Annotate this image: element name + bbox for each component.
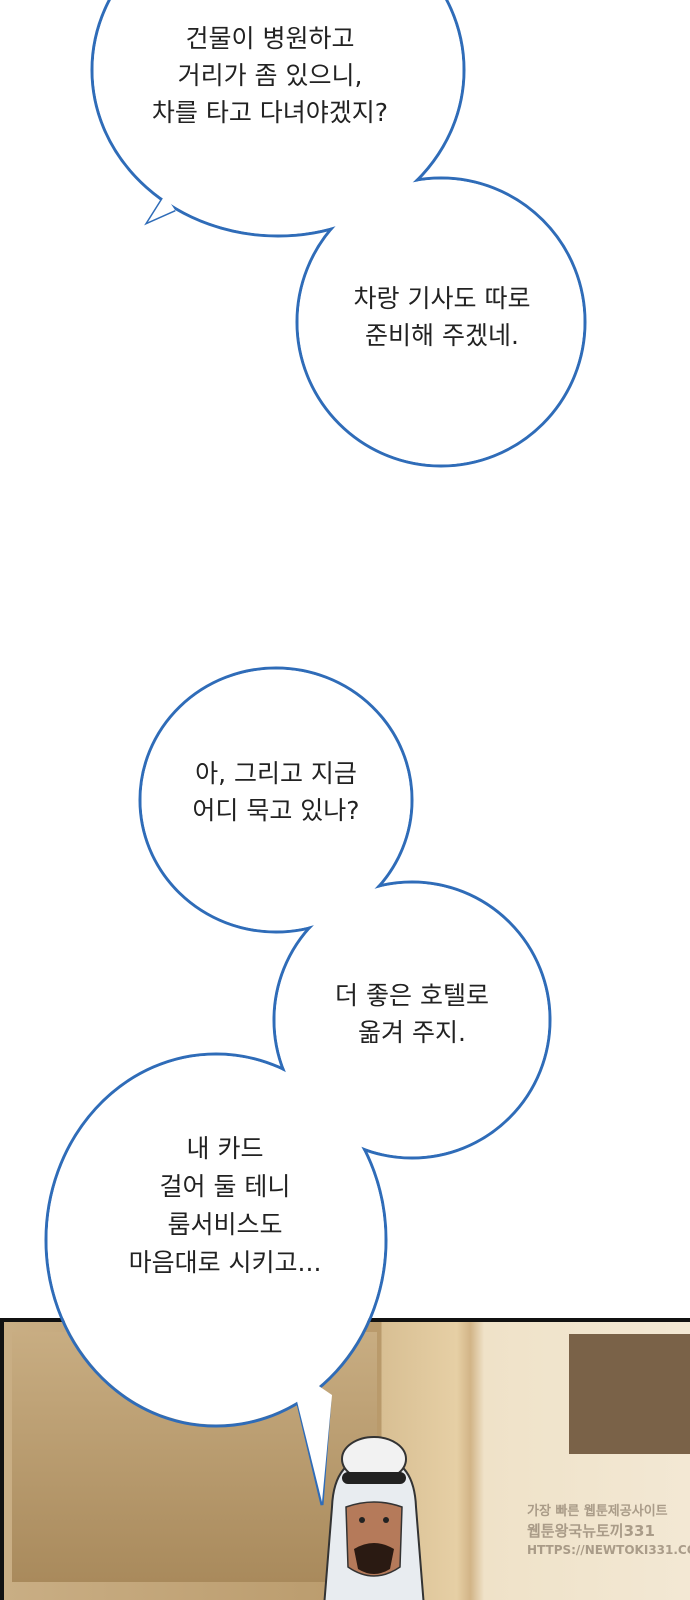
speech-bubble-1: 건물이 병원하고 거리가 좀 있으니, 차를 타고 다녀야겠지? xyxy=(152,20,388,131)
bubble-line: 차랑 기사도 따로 xyxy=(353,284,531,313)
comic-panel-room xyxy=(0,1318,690,1600)
speech-bubble-4: 더 좋은 호텔로 옮겨 주지. xyxy=(335,977,489,1051)
bubble-line: 옮겨 주지. xyxy=(358,1018,466,1047)
speech-bubble-3: 아, 그리고 지금 어디 묵고 있나? xyxy=(192,755,359,829)
bubble-line: 거리가 좀 있으니, xyxy=(177,61,363,90)
bubble-line: 어디 묵고 있나? xyxy=(192,796,360,825)
man-in-keffiyeh xyxy=(323,1436,425,1600)
bubble-line: 준비해 주겠네. xyxy=(365,321,519,350)
bubble-line: 차를 타고 다녀야겠지? xyxy=(151,98,389,127)
bubble-line: 내 카드 xyxy=(186,1134,264,1163)
bubble-line: 건물이 병원하고 xyxy=(185,24,355,53)
bubble-line: 마음대로 시키고... xyxy=(128,1248,322,1277)
bubble-line: 더 좋은 호텔로 xyxy=(335,981,489,1010)
speech-bubble-2: 차랑 기사도 따로 준비해 주겠네. xyxy=(354,280,531,354)
bubble-line: 걸어 둘 테니 xyxy=(159,1172,291,1201)
lamp-shade xyxy=(569,1334,690,1454)
bubble-line: 아, 그리고 지금 xyxy=(195,759,357,788)
bubble-line: 룸서비스도 xyxy=(167,1210,283,1239)
speech-bubble-5: 내 카드 걸어 둘 테니 룸서비스도 마음대로 시키고... xyxy=(129,1130,322,1282)
